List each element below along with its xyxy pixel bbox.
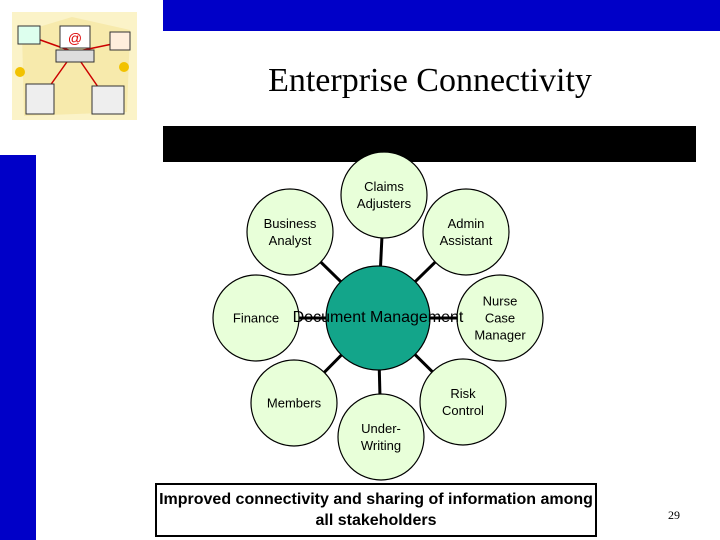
- center-node: [325, 265, 431, 371]
- caption-text: Improved connectivity and sharing of inf…: [159, 491, 593, 529]
- node-under-writing: [337, 393, 425, 481]
- node-label-under-writing: Under-Writing: [360, 421, 402, 453]
- node-claims-adjusters: [340, 151, 428, 239]
- node-risk-control: [419, 358, 507, 446]
- caption-box: Improved connectivity and sharing of inf…: [155, 483, 597, 537]
- node-admin-assistant: [422, 188, 510, 276]
- node-label-finance: Finance: [232, 310, 280, 326]
- top-accent-bar: [163, 0, 720, 31]
- node-nurse-case-manager: [456, 274, 544, 362]
- node-business-analyst: [246, 188, 334, 276]
- svg-text:@: @: [68, 30, 82, 46]
- page-number: 29: [668, 508, 680, 522]
- network-clipart-icon: @: [12, 12, 137, 120]
- title-underline-band: [163, 126, 696, 162]
- slide-title: Enterprise Connectivity: [268, 62, 592, 99]
- side-accent-bar: [0, 155, 36, 540]
- node-members: [250, 359, 338, 447]
- node-finance: [212, 274, 300, 362]
- center-node-label: Document Management: [292, 309, 464, 326]
- node-label-members: Members: [266, 395, 322, 411]
